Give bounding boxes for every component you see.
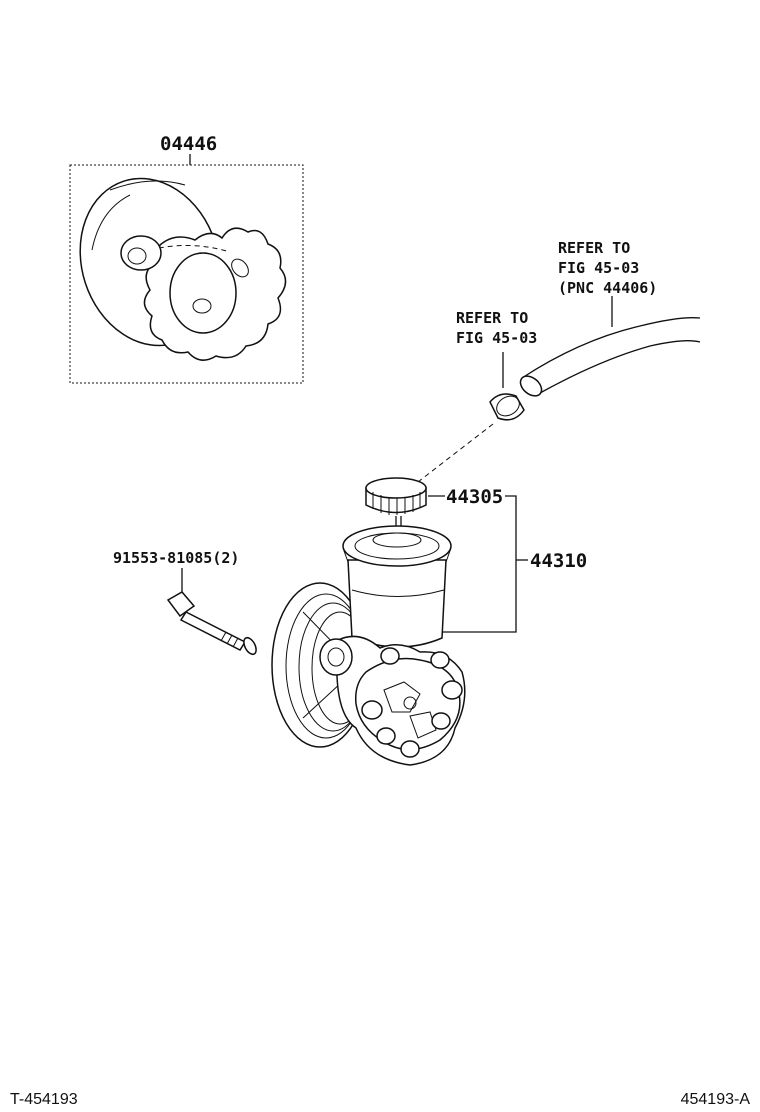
refer-clamp-line1: REFER TO <box>456 309 528 327</box>
callout-44305[interactable]: 44305 <box>446 486 503 508</box>
callout-bracket <box>440 495 517 633</box>
bolt-illustration: 91553-81085(2) <box>113 549 257 656</box>
clamp-illustration <box>489 352 525 421</box>
callout-44310[interactable]: 44310 <box>530 550 587 572</box>
footer-right-id: 454193-A <box>681 1091 751 1108</box>
refer-clamp-line2[interactable]: FIG 45-03 <box>456 329 537 347</box>
reservoir-cap-illustration <box>365 477 427 540</box>
callout-04446[interactable]: 04446 <box>160 133 217 155</box>
kit-frame <box>69 164 304 384</box>
gasket-kit-illustration: 04446 <box>69 133 304 384</box>
refer-hose-line2[interactable]: FIG 45-03 <box>558 259 639 277</box>
assembly-line <box>404 423 494 493</box>
hose-illustration <box>519 296 701 397</box>
callout-bolt[interactable]: 91553-81085(2) <box>113 549 239 567</box>
refer-hose-line1: REFER TO <box>558 239 630 257</box>
refer-hose-line3[interactable]: (PNC 44406) <box>558 279 657 297</box>
pump-illustration <box>271 525 466 766</box>
footer-left-id: T-454193 <box>10 1091 78 1108</box>
